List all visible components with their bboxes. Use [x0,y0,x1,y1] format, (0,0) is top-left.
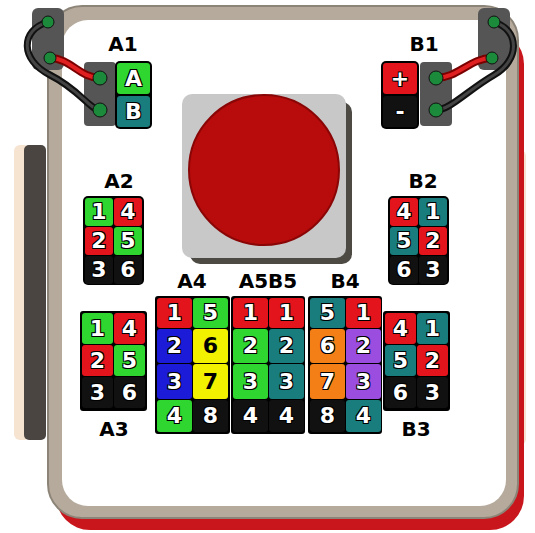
pin-number: 3 [419,256,447,284]
pin-number: 2 [269,329,304,363]
pin-number: 2 [417,345,448,376]
red-wire [436,58,492,78]
pin-number: 1 [346,298,381,328]
pin-number: 3 [269,364,304,399]
pin-number: 1 [233,298,268,328]
pin-number: 1 [82,313,113,344]
pin-number: + [383,63,417,94]
black-wire [436,22,514,110]
red-wire [50,58,100,78]
pin-number: 4 [390,198,418,226]
pin-number: 8 [310,400,345,432]
terminal-pin [429,71,443,85]
pin-number: 3 [85,256,113,284]
pin-number: 4 [346,400,381,432]
port-frame [83,196,144,285]
port-name: B3 [388,415,444,443]
port-frame [381,61,419,129]
port-name: A5B5 [226,268,310,294]
pin-number: 5 [114,227,142,255]
pin-number: 2 [157,329,192,363]
terminal-pin [93,71,107,85]
pin-number: 4 [114,313,145,344]
terminal-pin [486,52,498,64]
pin-number: 6 [385,377,416,408]
pin-number: 5 [390,227,418,255]
button-base [182,94,346,258]
terminal-block [420,62,452,126]
pin-number: 1 [269,298,304,328]
port-name: A2 [94,168,144,194]
pin-number: 4 [269,400,304,432]
port-frame [155,296,230,434]
pin-number: 5 [385,345,416,376]
port-name: B4 [318,268,372,294]
pin-number: 3 [233,364,268,399]
red-button [189,95,339,245]
pin-number: 5 [193,298,228,328]
pin-number: 5 [310,298,345,328]
pin-number: 5 [114,345,145,376]
port-name: A4 [164,268,220,294]
pin-number: 6 [193,329,228,363]
pin-number: 6 [310,329,345,363]
pin-number: 1 [417,313,448,344]
pin-number: 4 [385,313,416,344]
black-wire [27,22,100,110]
terminal-pin [42,16,54,28]
port-frame [80,311,147,411]
terminal-pin [44,52,56,64]
pin-number: B [117,96,150,127]
black-wire [27,22,100,110]
terminal-pin [488,16,500,28]
port-frame [231,296,305,434]
port-name: B1 [398,32,450,56]
pin-number: 4 [233,400,268,432]
pin-number: 6 [390,256,418,284]
port-name: A1 [98,32,148,56]
terminal-pin [429,103,443,117]
pin-number: 3 [82,377,113,408]
port-frame [383,311,450,411]
pin-number: A [117,63,150,94]
port-name: B2 [398,168,448,194]
port-name: A3 [86,415,142,443]
pin-number: 2 [346,329,381,363]
board-face [62,20,506,506]
pin-number: - [383,96,417,127]
port-frame [115,61,152,129]
pin-number: 4 [114,198,142,226]
pin-number: 2 [82,345,113,376]
pin-number: 4 [157,400,192,432]
port-frame [308,296,382,434]
pin-number: 3 [157,364,192,399]
pin-number: 6 [114,377,145,408]
pin-number: 1 [85,198,113,226]
terminal-pin [93,103,107,117]
pin-number: 2 [85,227,113,255]
board-frame [48,6,518,518]
red-wire [50,58,100,78]
port-frame [388,196,449,285]
pin-number: 7 [310,364,345,399]
pin-number: 1 [419,198,447,226]
red-wire [436,58,492,78]
pin-number: 6 [114,256,142,284]
pin-number: 2 [419,227,447,255]
pin-number: 3 [346,364,381,399]
pin-number: 2 [233,329,268,363]
pin-number: 1 [157,298,192,328]
pin-number: 7 [193,364,228,399]
pin-number: 3 [417,377,448,408]
black-wire [436,22,514,110]
bumper [24,145,46,440]
pin-number: 8 [193,400,228,432]
